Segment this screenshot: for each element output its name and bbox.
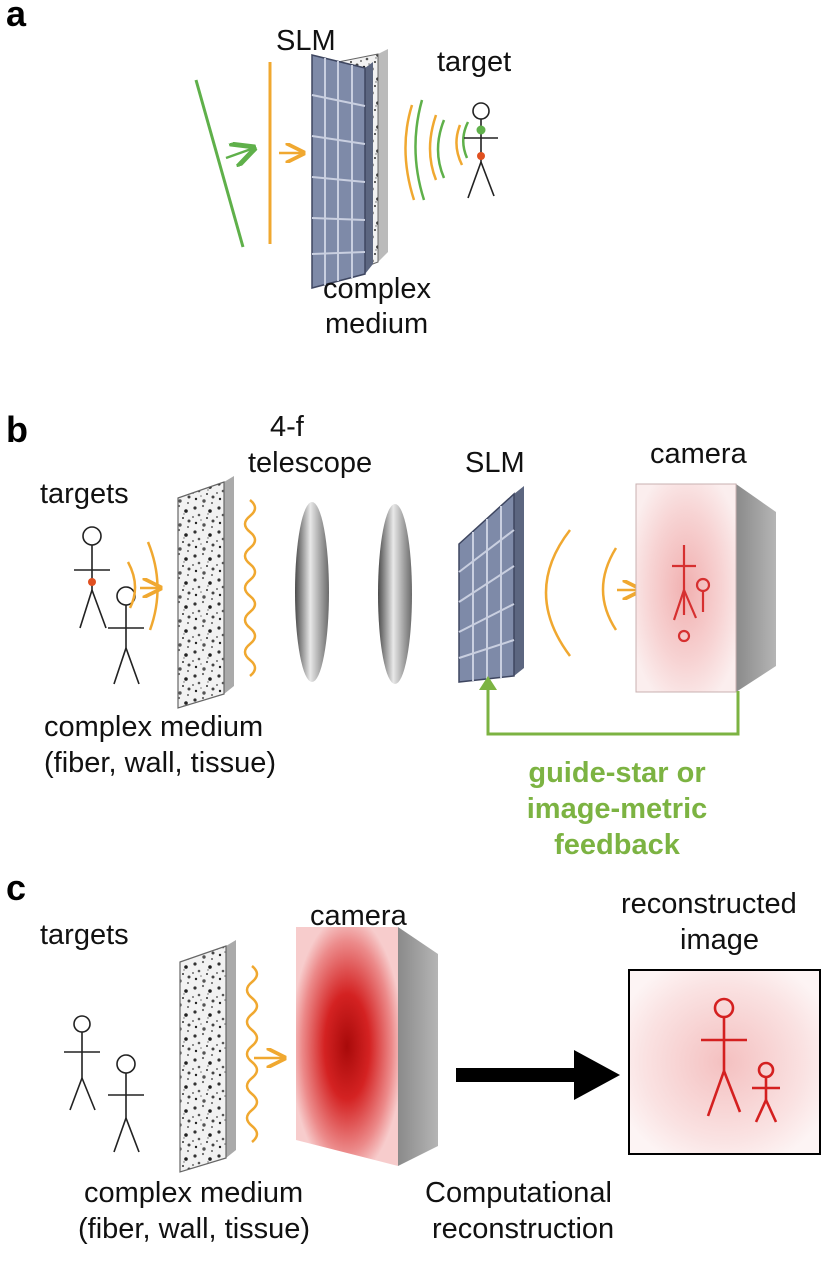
camera-label-c: camera [310,900,408,932]
medium-label-b-line1: complex medium [44,711,263,743]
comp-recon-line2: reconstruction [432,1213,614,1245]
green-wavefront [194,79,245,248]
panel-a: a SLM target [6,0,511,340]
camera-label-b: camera [650,438,748,470]
feedback-label-line1: guide-star or [528,757,705,789]
medium-label-a-line1: complex [323,273,431,305]
slm-device-b [458,486,524,683]
medium-label-b-line2: (fiber, wall, tissue) [44,747,276,779]
recon-label-line1: reconstructed [621,888,797,920]
medium-label-c-line2: (fiber, wall, tissue) [78,1213,310,1245]
green-arrow [225,148,254,158]
medium-label-a-line2: medium [325,308,428,340]
target-figures-b [74,526,144,685]
slm-label-a: SLM [276,25,336,57]
feedback-loop [479,676,740,736]
targets-label-c: targets [40,919,129,951]
panel-b-letter: b [6,409,28,450]
slm-label-b: SLM [465,447,525,479]
feedback-label-line2: image-metric [527,793,708,825]
source-arcs-b [126,541,159,631]
reconstruction-arrow [456,1050,620,1100]
slm-device [311,54,373,289]
camera-b-image [672,545,711,643]
telescope-label-line2: telescope [248,447,372,479]
recon-figures [701,997,780,1123]
panel-a-letter: a [6,0,27,34]
recon-label-line2: image [680,924,759,956]
complex-medium-b [177,476,234,709]
complex-medium-c [179,940,236,1173]
target-figure-a [464,102,498,199]
panel-c-letter: c [6,867,26,908]
target-figures-c [64,1015,144,1153]
lens-2 [378,504,412,684]
speckle-wavefront-c [245,965,259,1143]
reconstructed-image [628,969,821,1155]
scattered-arcs-a [404,99,470,201]
panel-b: b targets 4-f telescope SLM camera [6,409,776,861]
panel-c: c targets camera reconstructed image [6,867,821,1245]
lens-1 [295,502,329,682]
speckle-wavefront-b [243,499,257,677]
camera-c [296,927,438,1166]
medium-label-c-line1: complex medium [84,1177,303,1209]
camera-b [635,483,776,693]
feedback-label-line3: feedback [554,829,681,861]
target-label-a: target [437,46,511,78]
telescope-label-line1: 4-f [270,411,305,443]
targets-label-b: targets [40,478,129,510]
comp-recon-line1: Computational [425,1177,612,1209]
